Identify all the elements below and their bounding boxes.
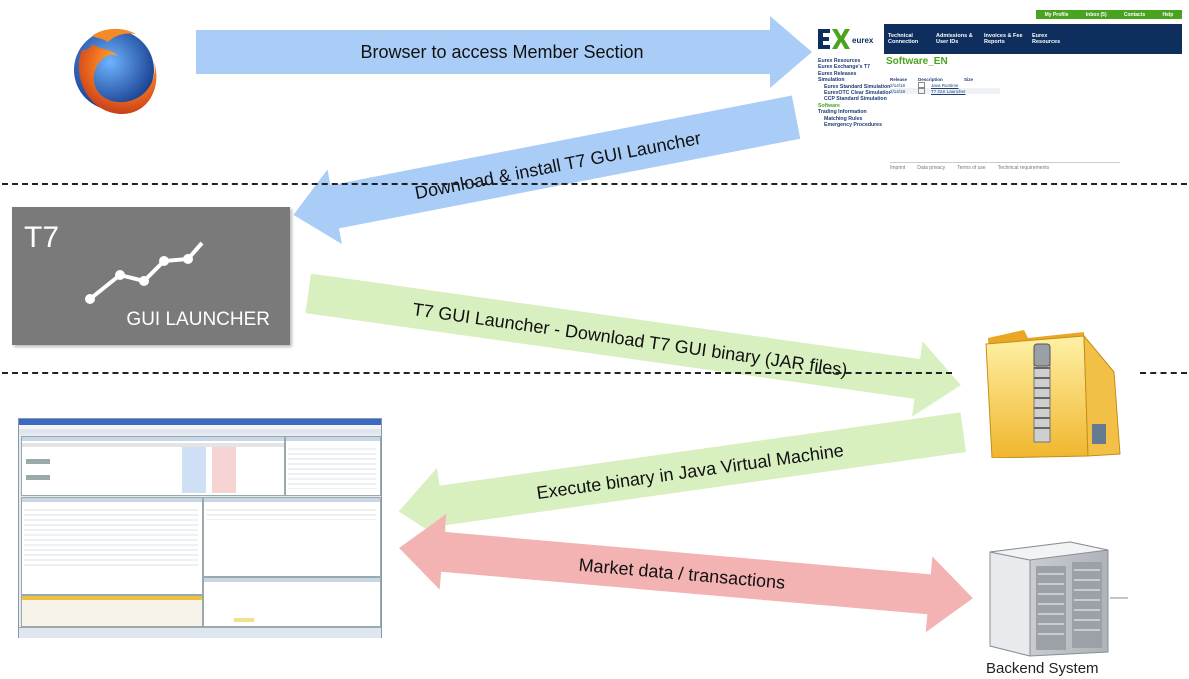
sidebar-item[interactable]: Eurex Releases	[818, 70, 857, 77]
launcher-graph-icon	[85, 241, 204, 304]
sidebar-item[interactable]: Simulation	[818, 77, 845, 84]
column-header[interactable]: Release	[890, 76, 908, 82]
svg-text:eurex: eurex	[852, 36, 874, 45]
folder-icon	[918, 88, 925, 94]
download-link[interactable]: Java Runtime	[931, 82, 959, 88]
t7-gui-application-screenshot	[18, 418, 382, 638]
topbar-link[interactable]: Inbox (5)	[1085, 11, 1107, 18]
folder-icon	[918, 82, 925, 88]
arrow-browser-access	[196, 16, 812, 88]
eurex-top-bar: My Profile Inbox (5) Contacts Help	[1036, 10, 1182, 19]
window-titlebar	[19, 419, 381, 425]
column-header[interactable]: Description	[918, 76, 943, 82]
eurex-sidebar: Eurex Resources Eurex Exchange's T7 Eure…	[818, 58, 898, 128]
topbar-link[interactable]: Help	[1162, 11, 1174, 18]
nav-item[interactable]: Invoices & Fee Reports	[984, 33, 1023, 45]
software-table: Release Description Size 2/14/18 Java Ru…	[890, 76, 1000, 94]
table-row: 2/14/18 Java Runtime	[890, 82, 1000, 88]
footer-link[interactable]: Imprint	[890, 165, 906, 171]
sidebar-item[interactable]: EurexOTC Clear Simulation	[824, 90, 892, 97]
eurex-logo: eurex	[818, 29, 874, 49]
backend-system-label: Backend System	[986, 660, 1099, 677]
topbar-link[interactable]: Contacts	[1123, 11, 1146, 18]
separator-line-middle	[2, 372, 952, 374]
sidebar-item[interactable]: Eurex Exchange's T7	[818, 64, 870, 71]
server-icon	[989, 541, 1128, 657]
market-overview-panel	[21, 436, 285, 496]
sidebar-item-software[interactable]: Software	[818, 102, 840, 109]
toolbar	[19, 429, 381, 434]
arrow-download-binary-label: T7 GUI Launcher - Download T7 GUI binary…	[411, 299, 848, 380]
arrow-download-binary	[305, 273, 961, 417]
nav-item[interactable]: Admissions & User IDs	[936, 33, 973, 45]
eurex-member-section-screenshot: My Profile Inbox (5) Contacts Help eurex…	[814, 10, 1182, 178]
nav-item[interactable]: Technical Connection	[888, 33, 919, 45]
column-header[interactable]: Size	[964, 76, 974, 82]
separator-line-top	[2, 183, 1187, 185]
sidebar-item[interactable]: Matching Rules	[824, 115, 863, 122]
arrow-browser-access-label: Browser to access Member Section	[360, 42, 643, 62]
table-header: Release Description Size	[890, 76, 1000, 82]
sidebar-item[interactable]: Trading Information	[818, 109, 867, 116]
t7-gui-launcher-tile: T7 GUI LAUNCHER	[12, 207, 290, 345]
launcher-title: T7	[24, 221, 60, 254]
launcher-subtitle: GUI LAUNCHER	[126, 309, 270, 330]
sidebar-item[interactable]: Eurex Standard Simulation	[824, 83, 891, 90]
detail-panel	[203, 577, 381, 627]
table-row: 2/14/18 T7 GUI Launcher	[890, 88, 1000, 94]
order-entry-panel	[21, 595, 203, 627]
firefox-icon	[74, 28, 157, 115]
footer-link[interactable]: Technical requirements	[997, 165, 1050, 171]
orders-panel	[21, 497, 203, 595]
release-cell: 2/14/18	[890, 82, 906, 88]
eurex-footer: Imprint Data privacy Terms of use Techni…	[890, 162, 1120, 171]
nav-item[interactable]: Eurex Resources	[1032, 33, 1061, 45]
status-bar	[19, 627, 381, 638]
trades-panel	[203, 497, 381, 577]
footer-link[interactable]: Data privacy	[917, 165, 946, 171]
sidebar-item[interactable]: Eurex Resources	[818, 58, 861, 64]
menu-bar	[19, 425, 381, 429]
separator-line-middle-right	[1140, 372, 1187, 374]
sidebar-item[interactable]: CCP Standard Simulation	[824, 96, 887, 103]
instrument-list-panel	[285, 436, 381, 496]
download-link[interactable]: T7 GUI Launcher	[931, 88, 966, 94]
release-cell: 2/14/18	[890, 88, 906, 94]
eurex-nav-bar: Technical Connection Admissions & User I…	[884, 24, 1182, 54]
page-title: Software_EN	[886, 56, 948, 67]
zip-folder-icon	[985, 330, 1121, 458]
arrow-download-install	[293, 95, 801, 245]
footer-link[interactable]: Terms of use	[957, 165, 986, 171]
topbar-link[interactable]: My Profile	[1044, 11, 1069, 18]
arrow-market-data	[399, 513, 973, 633]
arrow-execute-binary	[398, 412, 967, 544]
sidebar-item[interactable]: Emergency Procedures	[824, 122, 882, 129]
